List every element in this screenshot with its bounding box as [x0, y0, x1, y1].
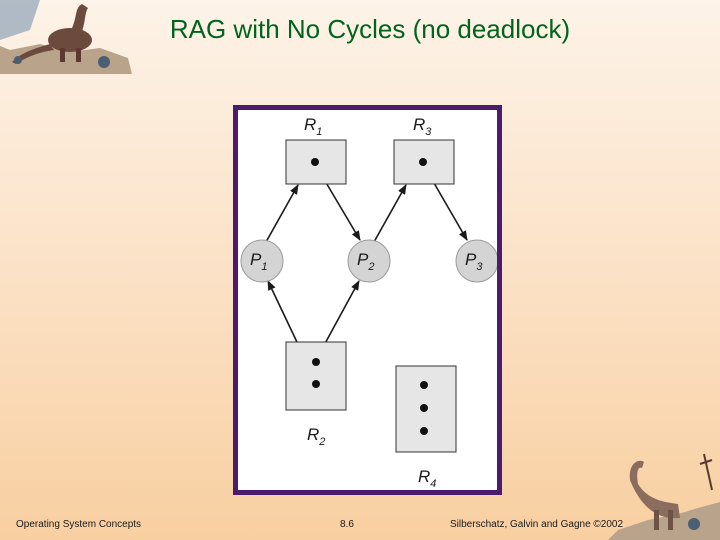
footer-slide-number: 8.6	[340, 519, 354, 530]
rag-diagram-canvas: R1 R3 P1 P2 P3 R2	[240, 115, 497, 490]
resource-r2-instance	[312, 358, 320, 366]
slide-title: RAG with No Cycles (no deadlock)	[169, 14, 571, 44]
resource-r2-label: R2	[307, 425, 325, 448]
dinosaur-corner-art-bottom-right	[608, 453, 720, 540]
dinosaur-corner-art-top-left	[0, 0, 132, 74]
process-p1: P1	[240, 239, 284, 283]
svg-text:P2: P2	[357, 250, 374, 273]
edge-p1-requests-r1	[265, 184, 299, 243]
resource-r3-label: R3	[413, 115, 432, 138]
resource-r4-instance	[420, 381, 428, 389]
footer-copyright: Silberschatz, Galvin and Gagne ©2002	[450, 519, 624, 530]
resource-allocation-graph: R1 R3 P1 P2 P3 R2	[233, 105, 502, 495]
footer-course-title: Operating System Concepts	[16, 519, 142, 530]
resource-r2-instance	[312, 380, 320, 388]
svg-text:P1: P1	[250, 250, 267, 273]
process-p3: P3	[455, 239, 497, 283]
edge-p2-requests-r3	[373, 184, 407, 243]
process-p2: P2	[347, 239, 391, 283]
resource-r3	[393, 139, 455, 185]
resource-r2	[285, 341, 347, 411]
resource-r1-label: R1	[304, 115, 322, 138]
resource-r1	[285, 139, 347, 185]
resource-r4-instance	[420, 404, 428, 412]
resource-r4-label: R4	[418, 467, 436, 490]
resource-r4-instance	[420, 427, 428, 435]
resource-r4	[395, 365, 457, 453]
svg-text:P3: P3	[465, 250, 483, 273]
